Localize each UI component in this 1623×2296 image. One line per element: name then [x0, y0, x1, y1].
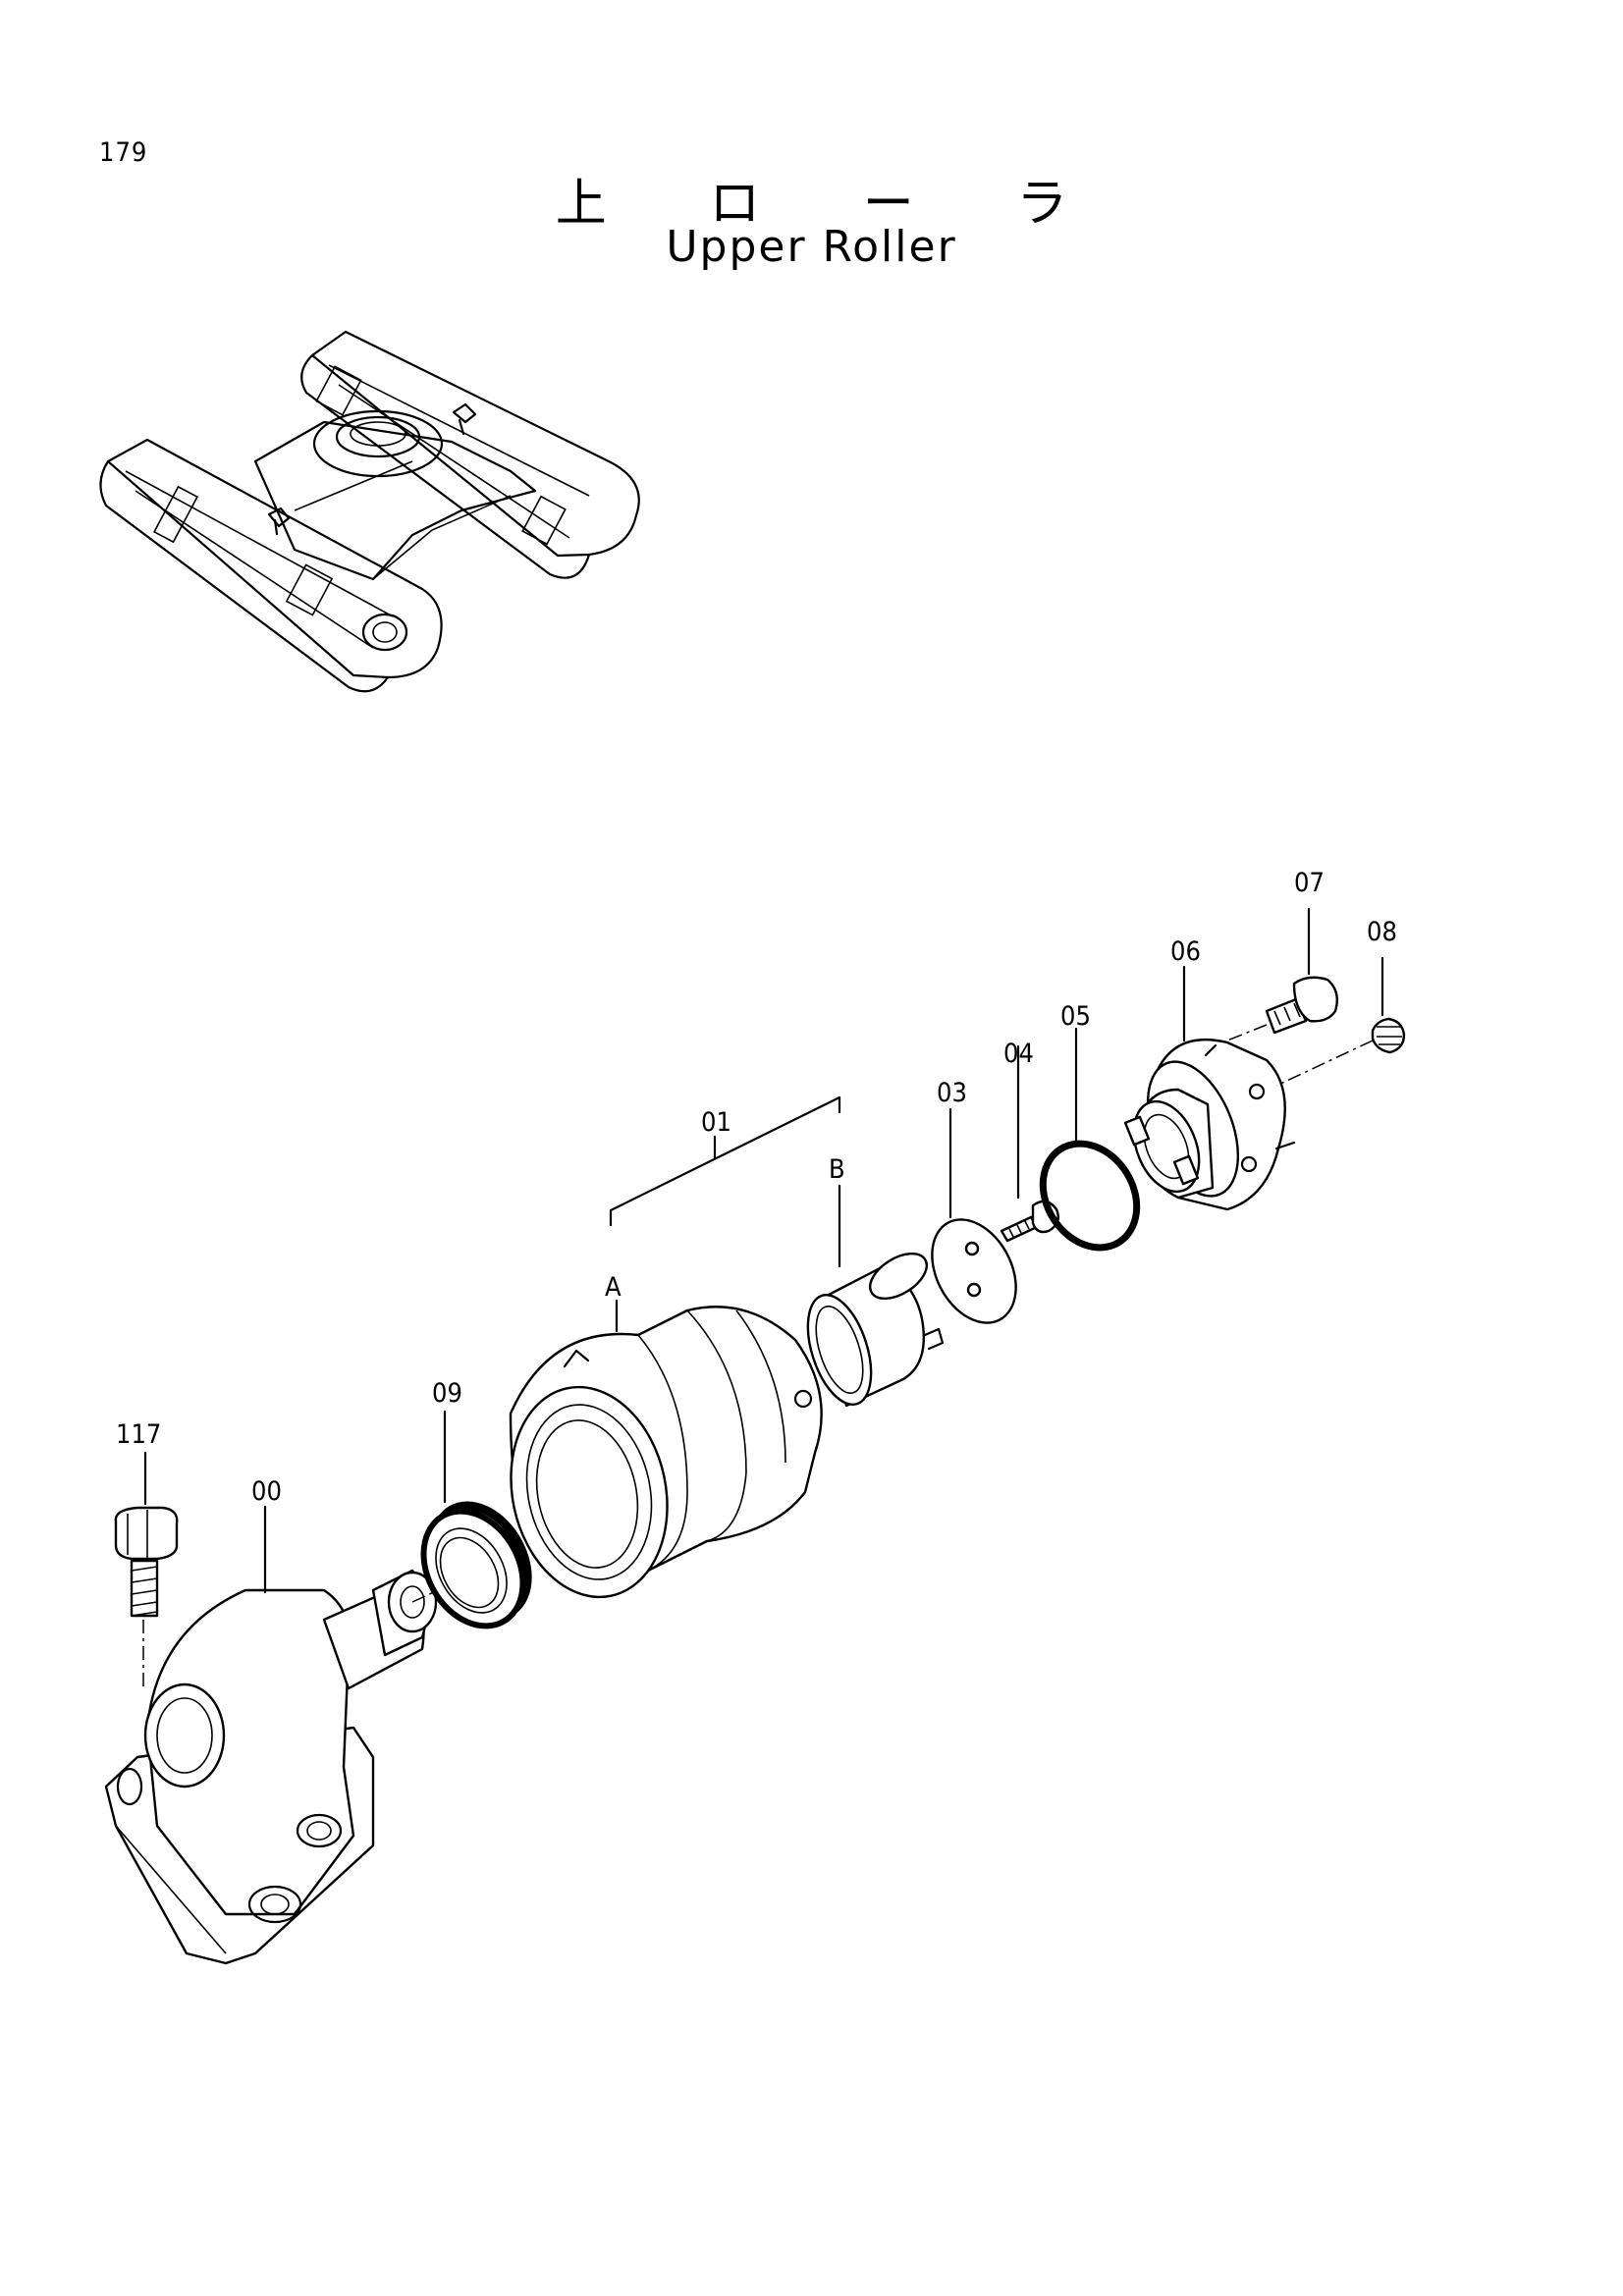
callout-01: 01	[701, 1107, 731, 1138]
callout-B: B	[829, 1154, 845, 1185]
part-00-shaft-bracket	[104, 1569, 438, 1965]
part-05-o-ring	[1039, 1140, 1141, 1252]
part-03-cover-plate	[931, 1218, 1017, 1324]
part-09-floating-seal	[420, 1501, 532, 1629]
leader-01-bracket	[609, 1095, 841, 1227]
callout-03: 03	[937, 1078, 967, 1108]
callout-117: 117	[116, 1419, 161, 1450]
axis-08	[1275, 1040, 1374, 1087]
page-number: 179	[99, 137, 148, 168]
part-08-plug	[1371, 1017, 1406, 1054]
title-japanese: 上 ロ ー ラ	[555, 175, 1111, 234]
callout-07: 07	[1294, 868, 1325, 898]
part-06-hub	[1123, 1039, 1296, 1211]
axis-07	[1226, 1024, 1268, 1041]
callout-04: 04	[1003, 1039, 1034, 1069]
undercarriage-overview-illustration	[99, 330, 640, 693]
callout-05: 05	[1060, 1001, 1091, 1032]
callout-09: 09	[432, 1378, 462, 1409]
part-117-bolt	[114, 1451, 179, 1618]
callout-08: 08	[1367, 917, 1397, 947]
title-english: Upper Roller	[666, 222, 957, 272]
callout-00: 00	[251, 1476, 282, 1507]
part-07-bolt	[1265, 976, 1338, 1035]
part-01b-bushing	[806, 1252, 945, 1408]
callout-06: 06	[1170, 936, 1201, 967]
callout-A: A	[605, 1272, 622, 1303]
part-01-roller-body	[509, 1306, 823, 1599]
